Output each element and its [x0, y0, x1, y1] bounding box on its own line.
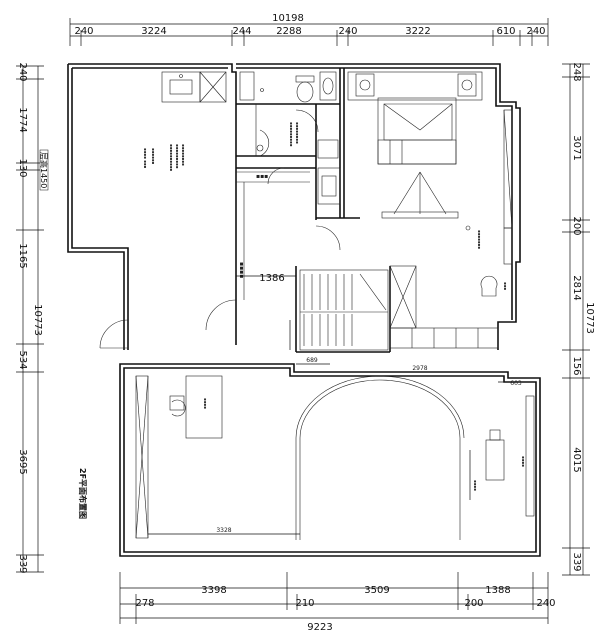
dim-right-seg-5: 10773 [584, 302, 595, 334]
bedroom: ▪▪▪▪▪▪▪ ▪▪▪ [347, 71, 513, 297]
dim-right-seg-1: 248 [571, 62, 582, 81]
dim-bottom-upper-1: 3398 [201, 585, 226, 596]
dim-left-seg-7: 3695 [17, 449, 28, 474]
dim-right-seg-7: 4015 [571, 447, 582, 472]
dim-left-seg-4: 1165 [17, 243, 28, 268]
dim-top-seg-1: 240 [74, 26, 93, 37]
note-lines-3: ▪▪▪▪▪▪▪▪▪▪ [169, 144, 174, 171]
lower-room: ▪▪▪▪ ▪▪▪▪ ▪▪▪▪ 3328 2F平面布置图 [78, 375, 535, 540]
dim-top-seg-5: 240 [338, 26, 357, 37]
note-lines-4: ▪▪▪▪▪▪▪▪▪ [175, 144, 180, 169]
dim-bottom-lower-3: 200 [464, 598, 483, 609]
dim-right-seg-2: 3071 [571, 135, 582, 160]
dim-left-seg-2: 1774 [17, 107, 28, 132]
interior-walls [235, 68, 391, 353]
bath-note-2: ▪▪▪▪▪▪▪▪ [295, 122, 300, 144]
dim-left-seg-6: 534 [17, 350, 28, 369]
bath-note: ▪▪▪▪▪▪▪▪▪ [289, 122, 294, 147]
dim-2978: 2978 [412, 365, 427, 372]
dim-bottom-upper-2: 3509 [364, 585, 389, 596]
dim-inner-v: ▪▪▪▪ [473, 480, 478, 491]
dim-top-seg-7: 610 [496, 26, 515, 37]
dim-stair-width: 1386 [259, 273, 284, 284]
desk-label: ▪▪▪▪ [203, 398, 208, 409]
dim-bottom-lower-4: 240 [536, 598, 555, 609]
dim-right-seg-4: 2814 [571, 275, 582, 300]
dim-right-seg-8: 339 [571, 552, 582, 571]
bathroom: ▪▪▪▪▪▪▪▪▪ ▪▪▪▪▪▪▪▪ [239, 71, 341, 205]
dim-top-seg-2: 3224 [141, 26, 166, 37]
top-dimension-chain: 10198 240 3224 244 2288 240 3222 610 240 [69, 13, 549, 46]
dim-left-seg-8: 339 [17, 554, 28, 573]
dim-top-total: 10198 [272, 13, 304, 24]
top-left-room: ▪▪▪▪ ▪▪▪ ▪▪▪▪▪▪ ▪▪▪▪▪▪▪▪▪▪ ▪▪▪▪▪▪▪▪▪ ▪▪▪… [39, 71, 227, 349]
dim-top-seg-8: 240 [526, 26, 545, 37]
bottom-dimension-chain: 3398 3509 1388 278 210 200 240 9223 [119, 572, 556, 633]
dim-right-seg-6: 156 [571, 356, 582, 375]
note-lines-5: ▪▪▪▪▪▪▪▪ [181, 144, 186, 166]
exterior-walls [67, 63, 541, 557]
dim-left-seg-3: 130 [17, 158, 28, 177]
dim-top-seg-4: 2288 [276, 26, 301, 37]
dim-603: 603 [510, 380, 522, 387]
right-dimension-chain: 248 3071 200 2814 10773 156 4015 339 [562, 62, 595, 576]
dim-3328: 3328 [216, 527, 231, 534]
desk-note: ▪▪▪ [503, 282, 508, 290]
dim-right-seg-3: 200 [571, 216, 582, 235]
dim-corridor-v: ▪▪▪▪ [238, 262, 245, 278]
dim-bottom-lower-2: 210 [295, 598, 314, 609]
drawing-title: 2F平面布置图 [78, 468, 88, 519]
bedroom-note: ▪▪▪▪▪▪▪ [477, 230, 482, 249]
dim-top-seg-3: 244 [232, 26, 251, 37]
stair-treads [300, 273, 388, 346]
window-note: ▪▪▪▪ [521, 456, 526, 467]
dim-689: 689 [306, 357, 318, 364]
dim-bottom-total: 9223 [307, 622, 332, 633]
dim-top-seg-6: 3222 [405, 26, 430, 37]
dim-left-seg-5: 10773 [32, 304, 43, 336]
left-dimension-chain: 240 1774 130 1165 10773 534 3695 339 [16, 62, 44, 574]
elevation-label: 层高1450 [39, 152, 49, 188]
dim-bottom-upper-3: 1388 [485, 585, 510, 596]
note-lines: ▪▪▪▪ ▪▪▪ [143, 148, 148, 169]
dim-corridor: ▪▪▪ [256, 173, 268, 180]
dim-left-seg-1: 240 [17, 62, 28, 81]
stair-area: ▪▪▪ ▪▪▪▪ 1386 [205, 171, 530, 387]
dim-bottom-lower-1: 278 [135, 598, 154, 609]
note-lines-2: ▪▪▪▪▪▪ [151, 148, 156, 165]
